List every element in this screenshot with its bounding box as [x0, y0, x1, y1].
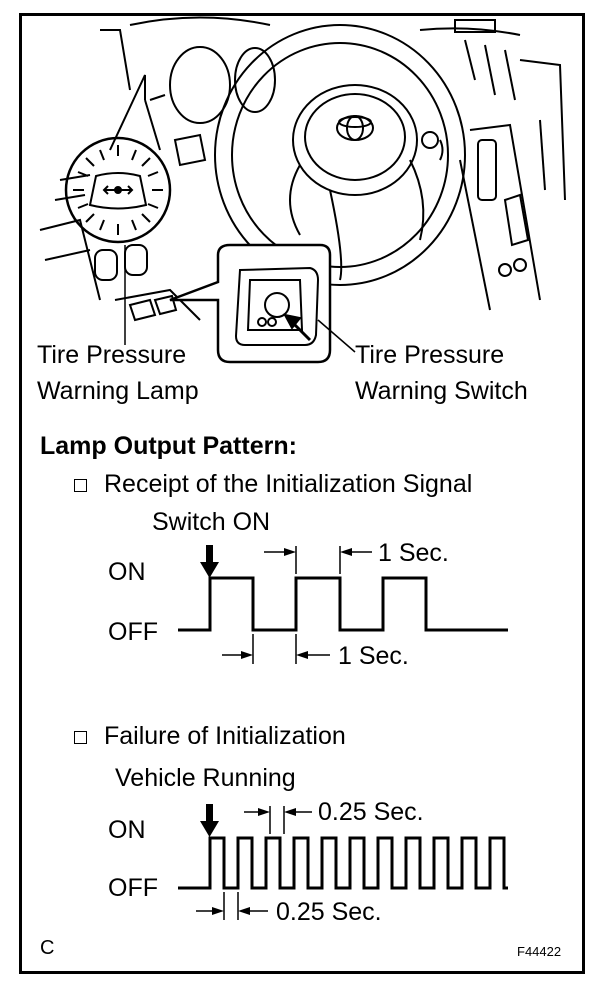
warning-lamp-callout [64, 74, 172, 244]
switch-on-arrow [200, 545, 219, 578]
section1-bullet-box [74, 479, 87, 492]
section2-off-interval: 0.25 Sec. [276, 898, 382, 926]
section2-on-label: ON [108, 816, 146, 844]
waveform-initialization-signal [178, 576, 508, 632]
section1-on-interval: 1 Sec. [378, 539, 449, 567]
lamp-label-line1: Tire Pressure [37, 341, 187, 369]
quarter-sec-dimension-top [244, 806, 312, 834]
waveform-initialization-failure [178, 836, 508, 890]
section1-off-label: OFF [108, 618, 158, 646]
corner-letter: C [40, 937, 55, 959]
lower-dash [39, 94, 207, 322]
section2-trigger-label: Vehicle Running [115, 764, 296, 792]
lamp-label-line2: Warning Lamp [37, 377, 199, 405]
section2-off-label: OFF [108, 874, 158, 902]
switch-leader-line [317, 319, 356, 353]
section2-on-interval: 0.25 Sec. [318, 798, 424, 826]
one-sec-dimension-bottom [222, 634, 330, 664]
switch-label-line1: Tire Pressure [355, 341, 505, 369]
section1-trigger-label: Switch ON [152, 508, 271, 536]
warning-switch-callout [169, 243, 332, 364]
section1-title: Receipt of the Initialization Signal [104, 470, 473, 498]
section1-off-interval: 1 Sec. [338, 642, 409, 670]
figure-frame [19, 13, 585, 974]
section2-title: Failure of Initialization [104, 722, 346, 750]
quarter-sec-dimension-bottom [196, 892, 268, 920]
switch-label-line2: Warning Switch [355, 377, 528, 405]
lamp-light-rays [73, 145, 163, 235]
section1-on-label: ON [108, 558, 146, 586]
pattern-heading: Lamp Output Pattern: [40, 432, 297, 460]
one-sec-dimension-top [264, 546, 372, 574]
section2-bullet-box [74, 731, 87, 744]
toyota-emblem [336, 115, 374, 141]
center-console [421, 59, 566, 311]
figure-code: F44422 [517, 944, 562, 959]
steering-wheel [214, 24, 466, 286]
instrument-cluster [100, 16, 521, 124]
vehicle-running-arrow [200, 804, 219, 837]
